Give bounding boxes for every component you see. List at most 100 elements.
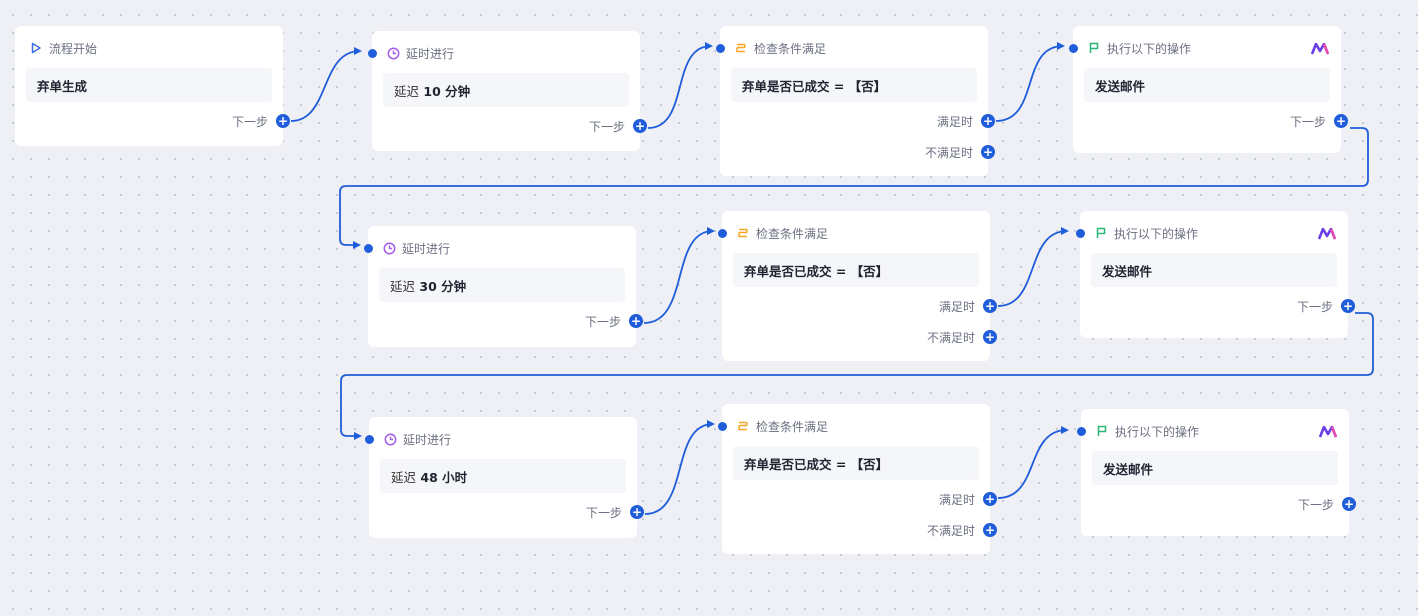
- action-icon: [1095, 424, 1109, 438]
- node-body[interactable]: 弃单是否已成交 = 【否】: [733, 446, 979, 480]
- action-icon: [1087, 41, 1101, 55]
- condition-node-card[interactable]: 检查条件满足弃单是否已成交 = 【否】满足时 + 不满足时 +: [716, 26, 995, 176]
- input-port[interactable]: [1069, 44, 1078, 53]
- output-label: 不满足时: [924, 145, 973, 160]
- start-node-card[interactable]: 流程开始弃单生成下一步 +: [15, 26, 290, 146]
- output-label: 满足时: [936, 114, 973, 129]
- output-port[interactable]: 下一步 +: [588, 119, 647, 134]
- node-title: 流程开始: [49, 41, 98, 56]
- output-label: 下一步: [231, 114, 268, 129]
- add-step-plus-icon[interactable]: +: [1342, 497, 1356, 511]
- input-port[interactable]: [1077, 427, 1086, 436]
- input-port[interactable]: [716, 44, 725, 53]
- node-body[interactable]: 弃单是否已成交 = 【否】: [733, 253, 979, 287]
- add-step-plus-icon[interactable]: +: [629, 314, 643, 328]
- output-port[interactable]: 下一步 +: [585, 505, 644, 520]
- condition-icon: [736, 419, 750, 433]
- add-step-plus-icon[interactable]: +: [1341, 299, 1355, 313]
- delay-value: 48 小时: [420, 469, 468, 485]
- delay-icon: [386, 46, 400, 60]
- connector: [643, 227, 715, 324]
- output-label: 不满足时: [926, 330, 975, 345]
- add-step-plus-icon[interactable]: +: [633, 119, 647, 133]
- node-body[interactable]: 发送邮件: [1092, 451, 1338, 485]
- add-step-plus-icon[interactable]: +: [981, 145, 995, 159]
- delay-value: 30 分钟: [419, 278, 467, 294]
- output-label: 满足时: [938, 492, 975, 507]
- output-label: 不满足时: [926, 523, 975, 538]
- delay-node-card[interactable]: 延时进行延迟 48 小时下一步 +: [365, 417, 644, 538]
- delay-prefix: 延迟: [390, 278, 416, 294]
- node-title: 检查条件满足: [756, 226, 829, 241]
- input-port[interactable]: [718, 422, 727, 431]
- connector: [997, 227, 1069, 307]
- output-label: 下一步: [588, 119, 625, 134]
- delay-node-card[interactable]: 延时进行延迟 10 分钟下一步 +: [368, 31, 647, 151]
- output-label: 满足时: [938, 299, 975, 314]
- add-step-plus-icon[interactable]: +: [983, 523, 997, 537]
- node-body-text: 弃单是否已成交 = 【否】: [744, 263, 889, 279]
- delay-value: 10 分钟: [423, 83, 471, 99]
- node-title: 检查条件满足: [754, 41, 827, 56]
- action-node-card[interactable]: 执行以下的操作发送邮件下一步+: [1077, 409, 1356, 536]
- output-port[interactable]: 不满足时 +: [926, 523, 997, 538]
- output-port[interactable]: 下一步 +: [231, 114, 290, 129]
- connector: [339, 127, 1369, 249]
- action-node-card[interactable]: 执行以下的操作发送邮件下一步+: [1076, 211, 1355, 338]
- connector: [647, 42, 713, 129]
- connector: [997, 426, 1069, 499]
- node-body-text: 弃单生成: [37, 78, 88, 94]
- output-port[interactable]: 下一步+: [1298, 497, 1356, 512]
- add-step-plus-icon[interactable]: +: [630, 505, 644, 519]
- node-body[interactable]: 发送邮件: [1091, 253, 1337, 287]
- action-node-card[interactable]: 执行以下的操作发送邮件下一步+: [1069, 26, 1348, 153]
- connector: [644, 420, 715, 515]
- output-port[interactable]: 不满足时 +: [924, 145, 995, 160]
- input-port[interactable]: [1076, 229, 1085, 238]
- start-icon: [29, 41, 43, 55]
- output-port[interactable]: 下一步 +: [1289, 114, 1348, 129]
- node-body-text: 弃单是否已成交 = 【否】: [742, 78, 887, 94]
- node-body[interactable]: 延迟 30 分钟: [379, 268, 625, 302]
- input-port[interactable]: [718, 229, 727, 238]
- node-title: 延时进行: [403, 432, 452, 447]
- condition-node-card[interactable]: 检查条件满足弃单是否已成交 = 【否】满足时+不满足时+: [718, 404, 997, 554]
- output-label: 下一步: [585, 505, 622, 520]
- brand-logo-icon: [1318, 423, 1338, 442]
- action-icon: [1094, 226, 1108, 240]
- output-port[interactable]: 下一步+: [1297, 299, 1355, 314]
- output-port[interactable]: 下一步+: [585, 314, 643, 329]
- delay-icon: [382, 241, 396, 255]
- output-port[interactable]: 不满足时 +: [926, 330, 997, 345]
- condition-node-card[interactable]: 检查条件满足弃单是否已成交 = 【否】满足时 + 不满足时 +: [718, 211, 997, 361]
- node-title: 执行以下的操作: [1115, 424, 1200, 439]
- node-body[interactable]: 弃单生成: [26, 68, 272, 102]
- output-port[interactable]: 满足时 +: [936, 114, 995, 129]
- add-step-plus-icon[interactable]: +: [1334, 114, 1348, 128]
- node-body[interactable]: 延迟 48 小时: [380, 459, 626, 493]
- node-title: 执行以下的操作: [1114, 226, 1199, 241]
- add-step-plus-icon[interactable]: +: [983, 492, 997, 506]
- input-port[interactable]: [364, 244, 373, 253]
- connector: [340, 312, 1374, 440]
- output-port[interactable]: 满足时 +: [938, 492, 997, 507]
- input-port[interactable]: [365, 435, 374, 444]
- delay-node-card[interactable]: 延时进行延迟 30 分钟下一步+: [364, 226, 643, 347]
- node-body[interactable]: 发送邮件: [1084, 68, 1330, 102]
- output-port[interactable]: 满足时 +: [938, 299, 997, 314]
- add-step-plus-icon[interactable]: +: [983, 299, 997, 313]
- brand-logo-icon: [1310, 40, 1330, 59]
- node-body[interactable]: 延迟 10 分钟: [383, 73, 629, 107]
- node-body-text: 发送邮件: [1102, 263, 1153, 279]
- add-step-plus-icon[interactable]: +: [983, 330, 997, 344]
- node-body[interactable]: 弃单是否已成交 = 【否】: [731, 68, 977, 102]
- node-body-text: 弃单是否已成交 = 【否】: [744, 456, 889, 472]
- output-label: 下一步: [1289, 114, 1326, 129]
- add-step-plus-icon[interactable]: +: [276, 114, 290, 128]
- brand-logo-icon: [1317, 225, 1337, 244]
- add-step-plus-icon[interactable]: +: [981, 114, 995, 128]
- delay-prefix: 延迟: [394, 83, 420, 99]
- input-port[interactable]: [368, 49, 377, 58]
- node-title: 延时进行: [406, 46, 455, 61]
